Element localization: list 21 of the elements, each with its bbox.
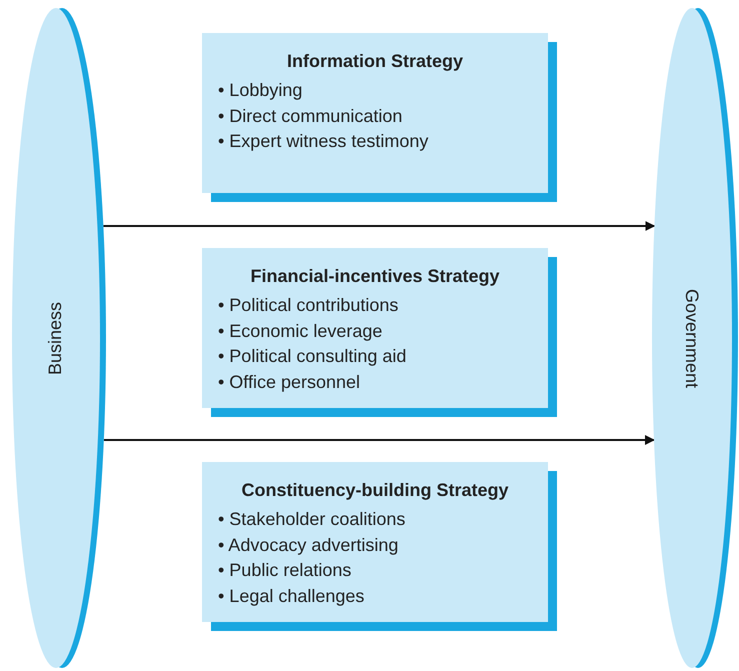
bullet-item: • Lobbying bbox=[218, 79, 302, 102]
bullet-item: • Advocacy advertising bbox=[218, 534, 398, 557]
box-heading: Constituency-building Strategy bbox=[241, 480, 508, 501]
arrow bbox=[103, 221, 656, 231]
strategy-box bbox=[202, 462, 548, 622]
bullet-item: • Stakeholder coalitions bbox=[218, 508, 406, 531]
box-heading: Information Strategy bbox=[286, 51, 464, 72]
strategy-box bbox=[202, 248, 548, 408]
bullet-item: • Economic leverage bbox=[218, 320, 382, 343]
bullet-item: • Political consulting aid bbox=[218, 345, 406, 368]
ellipse-label: Business bbox=[46, 301, 66, 375]
arrow bbox=[104, 435, 655, 445]
ellipse-label: Government bbox=[682, 288, 702, 388]
strategy-box bbox=[202, 33, 548, 193]
bullet-item: • Public relations bbox=[218, 559, 352, 582]
bullet-item: • Direct communication bbox=[218, 104, 402, 128]
bullet-item: • Office personnel bbox=[218, 370, 360, 394]
bullet-item: • Political contributions bbox=[218, 294, 398, 317]
box-heading: Financial-incentives Strategy bbox=[250, 266, 500, 287]
bullet-item: • Expert witness testimony bbox=[218, 130, 428, 153]
bullet-item: • Legal challenges bbox=[218, 584, 364, 608]
